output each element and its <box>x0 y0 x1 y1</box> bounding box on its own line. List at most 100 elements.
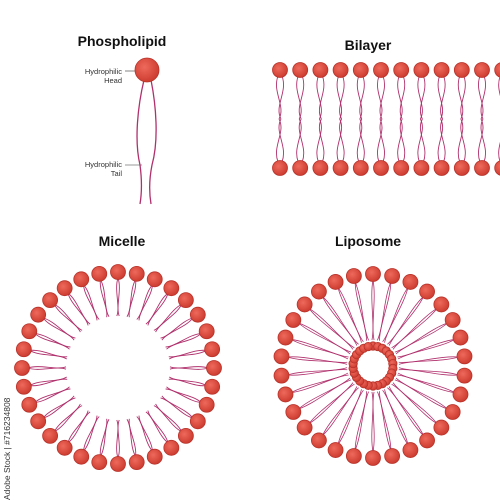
phospholipid-tail <box>391 308 438 349</box>
phospholipid-tail <box>43 397 76 419</box>
phospholipid-tail <box>43 317 76 339</box>
liposome-outer-head <box>345 448 362 464</box>
phospholipid-tail <box>354 281 369 341</box>
phospholipid-tail <box>316 75 322 120</box>
phospholipid-tail <box>42 395 75 419</box>
bilayer-head-top <box>474 62 490 78</box>
liposome-outer-head <box>433 419 450 436</box>
phospholipid-tail <box>42 317 75 341</box>
phospholipid-tail <box>372 391 375 453</box>
liposome-outer-head <box>456 367 473 384</box>
phospholipid-tail <box>100 279 110 318</box>
tail-label-line2: Tail <box>111 169 123 178</box>
phospholipid-tail <box>382 287 409 343</box>
liposome-outer-head <box>419 432 435 449</box>
phospholipid-tail <box>379 118 385 163</box>
bilayer-head-bottom <box>312 160 329 176</box>
bilayer-head-bottom <box>332 160 349 176</box>
bilayer-head-bottom <box>433 160 450 176</box>
phospholipid-tail <box>276 118 282 163</box>
liposome-outer-head <box>273 348 290 365</box>
phospholipid-tail <box>291 372 349 393</box>
bilayer-head-top <box>393 62 410 78</box>
liposome-outer-head <box>296 296 313 313</box>
phospholipid-tail <box>337 287 362 343</box>
phospholipid-tail <box>100 418 110 457</box>
phospholipid-tail <box>318 75 325 120</box>
micelle-head <box>21 396 38 413</box>
micelle-head <box>56 439 73 456</box>
phospholipid-tail <box>278 75 284 120</box>
phospholipid-tail <box>67 411 91 444</box>
bilayer-head-top <box>373 62 389 78</box>
phospholipid-tail <box>480 75 486 120</box>
phospholipid-tail <box>359 75 365 120</box>
phospholipid-tail <box>437 118 444 163</box>
phospholipid-tail <box>336 75 343 120</box>
phospholipid-tail <box>356 118 363 163</box>
phospholipid-tail <box>153 303 182 331</box>
micelle-head <box>110 456 126 472</box>
phospholipid-tail <box>371 391 374 453</box>
liposome-outer-head <box>419 283 435 300</box>
phospholipid-tail <box>165 333 202 348</box>
bilayer-structure <box>272 62 500 176</box>
phospholipid-tail <box>67 293 89 326</box>
bilayer-head-top <box>312 62 329 78</box>
phospholipid-tail <box>276 75 282 120</box>
phospholipid-tail <box>308 308 354 350</box>
phospholipid-tail <box>155 403 183 432</box>
micelle-head <box>206 360 222 376</box>
phospholipid-tail <box>83 284 98 321</box>
phospholipid-tail <box>34 386 70 403</box>
bilayer-head-bottom <box>292 160 309 176</box>
phospholipid-tail <box>377 118 383 163</box>
micelle-head <box>163 439 180 456</box>
phospholipid-tail <box>155 304 183 333</box>
phospholipid-tail <box>382 389 409 445</box>
micelle-head <box>56 280 73 297</box>
liposome-outer-head <box>444 404 461 420</box>
phospholipid-tail <box>287 356 348 363</box>
phospholipid-tail <box>457 75 464 120</box>
micelle-head <box>177 427 194 444</box>
phospholipid-tail <box>67 410 89 443</box>
phospholipid-tail <box>391 383 438 424</box>
phospholipid-tail <box>99 279 108 318</box>
liposome-outer-head <box>456 348 473 365</box>
phospholipid-tail <box>168 378 207 387</box>
liposome-outer-head <box>311 432 327 449</box>
liposome-outer-head <box>285 404 302 420</box>
phospholipid-tail <box>291 374 349 393</box>
liposome-outer-head <box>402 274 419 290</box>
micelle-head <box>204 378 221 395</box>
phospholipid-tail <box>34 388 71 403</box>
phospholipid-tail <box>298 322 351 355</box>
liposome-outer-head <box>296 419 313 436</box>
bilayer-head-bottom <box>494 160 500 176</box>
phospholipid-tail <box>440 118 446 163</box>
phospholipid-tail <box>395 377 448 410</box>
phospholipid-tail <box>322 387 359 436</box>
phospholipid-tail <box>298 377 351 410</box>
phospholipid-tail <box>316 118 322 163</box>
micelle-head <box>189 413 206 430</box>
phospholipid-tail <box>136 284 153 320</box>
micelle-head <box>73 271 90 288</box>
stock-id-watermark: Adobe Stock | #716234808 <box>2 397 12 500</box>
phospholipid-tail <box>356 75 363 120</box>
tail-label-line1: Hydrophilic <box>85 160 122 169</box>
phospholipid-tail <box>147 293 169 326</box>
micelle-head <box>198 323 215 340</box>
micelle-head <box>198 396 215 413</box>
phospholipid-tail <box>354 281 367 341</box>
head-label-line2: Head <box>104 76 122 85</box>
phospholipid-tail <box>116 277 119 317</box>
bilayer-head-top <box>413 62 430 78</box>
phospholipid-tail <box>419 118 426 163</box>
phospholipid-tail <box>478 75 484 120</box>
liposome-outer-head <box>277 329 294 346</box>
phospholipid-tail <box>318 118 325 163</box>
liposome-outer-head <box>433 296 450 313</box>
phospholipid-tail <box>161 317 194 341</box>
